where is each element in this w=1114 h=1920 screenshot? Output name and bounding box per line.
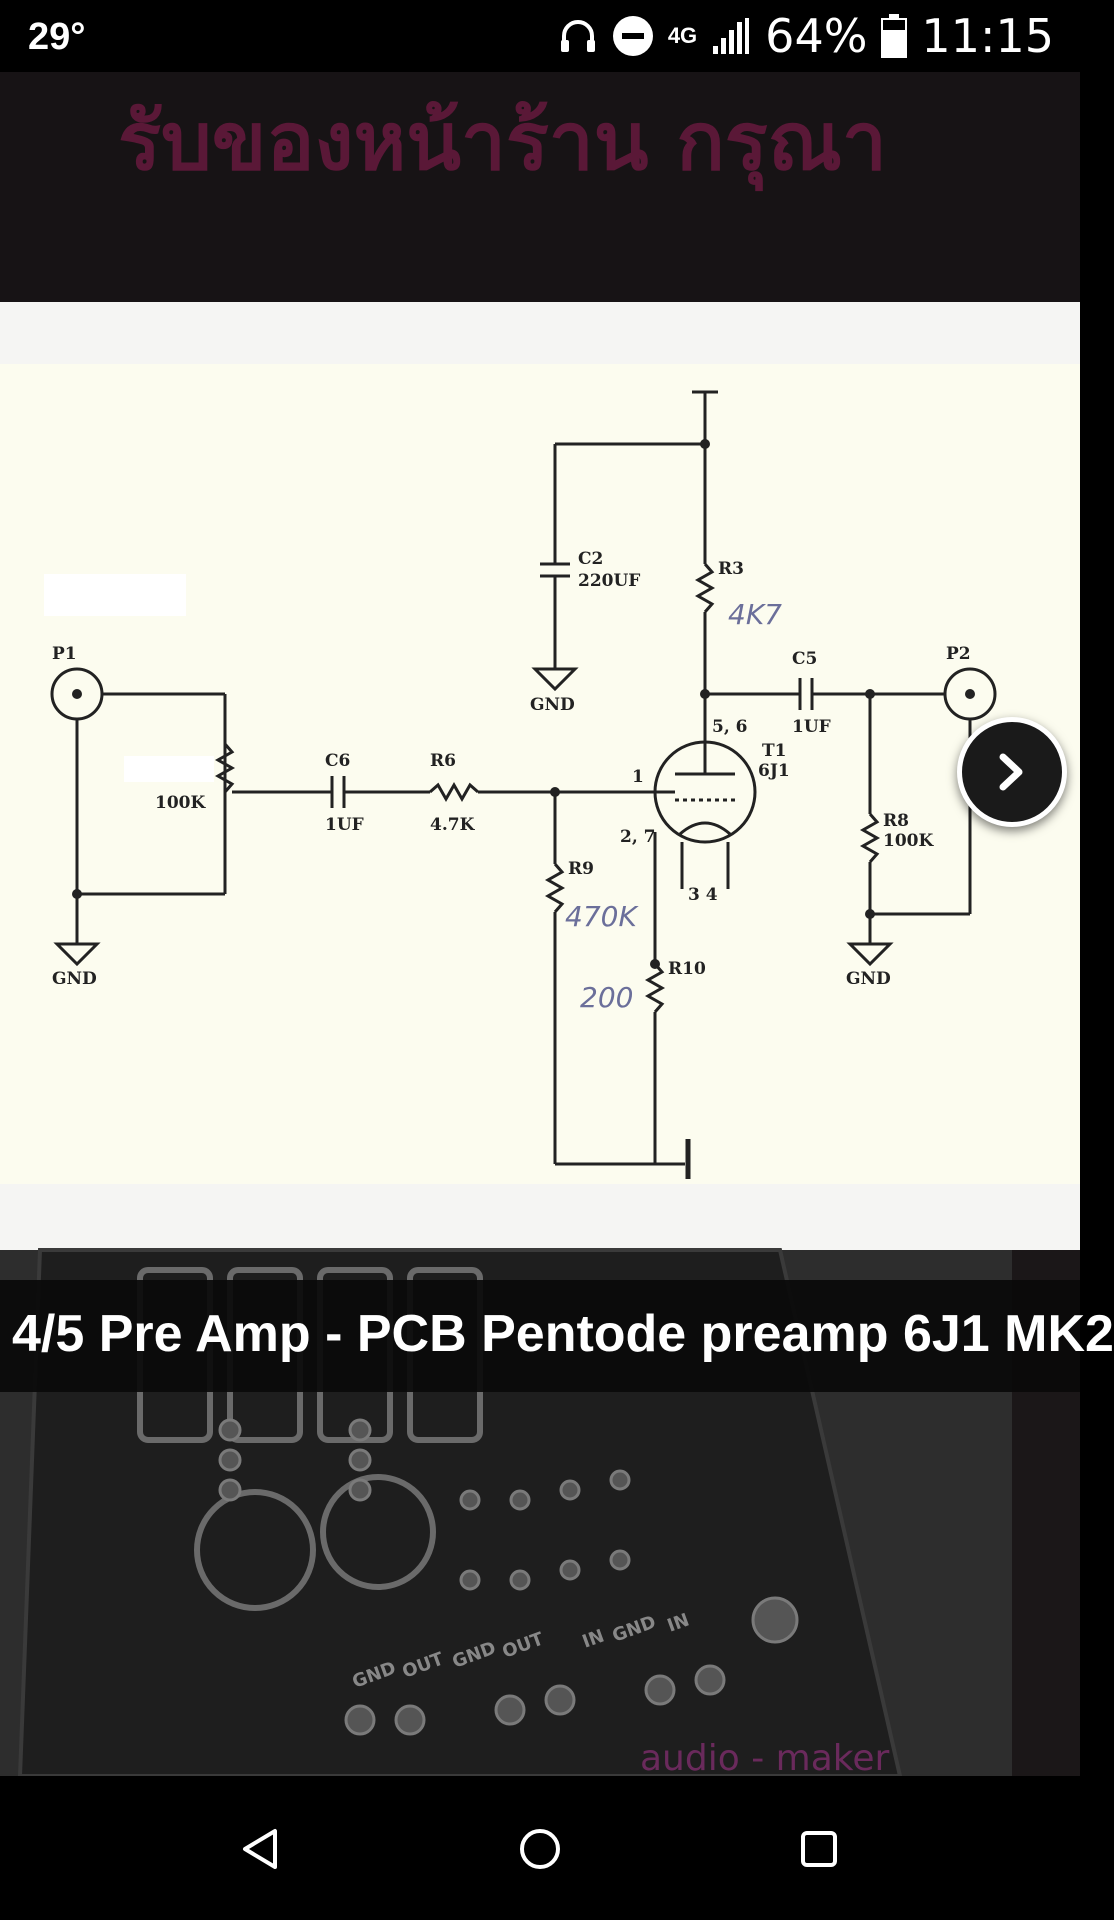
home-icon [520,1829,560,1869]
do-not-disturb-icon [612,16,653,56]
back-icon [243,1829,277,1869]
label-r3: R3 [718,559,744,579]
label-r10: R10 [668,959,706,979]
temperature-readout: 29° [28,16,86,58]
label-pin27: 2, 7 [620,827,656,847]
label-c2-val: 220UF [578,571,640,591]
label-gnd-p1: GND [52,969,97,989]
recent-apps-icon [801,1831,837,1867]
status-icons: 4G 64% 11:15 [558,9,1054,63]
back-button[interactable] [226,1814,296,1884]
headphones-icon [560,20,595,52]
shop-banner: รับของหน้าร้าน กรุณา [0,72,1080,302]
label-c6: C6 [325,751,350,771]
label-c2: C2 [578,549,603,569]
label-r8: R8 [883,811,909,831]
label-c6-val: 1UF [325,815,364,835]
home-button[interactable] [505,1814,575,1884]
label-r6-val: 4.7K [430,815,476,835]
label-pot-val: 100K [155,793,206,813]
label-r8-val: 100K [883,831,934,851]
label-t1-type: 6J1 [758,761,790,781]
handwritten-r10-val: 200 [580,981,633,1014]
battery-icon [881,14,908,58]
label-gnd-c2: GND [530,695,575,715]
label-r6: R6 [430,751,456,771]
image-caption: 4/5 Pre Amp - PCB Pentode preamp 6J1 MK2 [12,1305,1114,1363]
signal-icon [713,18,750,54]
navigation-bar [0,1776,1080,1920]
handwritten-r9-val: 470K [565,900,639,933]
chevron-right-icon [999,753,1023,791]
status-bar: 29° 4G 64% 11:15 [0,0,1080,72]
next-image-button[interactable] [957,717,1067,827]
label-gnd-r8: GND [846,969,891,989]
watermark-text: audio - maker [640,1738,889,1779]
label-t1: T1 [762,741,786,761]
label-pin56: 5, 6 [712,717,748,737]
recent-apps-button[interactable] [784,1814,854,1884]
battery-percent: 64% [765,9,868,63]
label-c5-val: 1UF [792,717,831,737]
label-p1: P1 [52,644,77,664]
network-type: 4G [667,23,698,48]
label-c5: C5 [792,649,817,669]
label-pin34: 3 4 [688,885,718,905]
label-r9: R9 [568,859,594,879]
label-pin1: 1 [632,767,644,787]
banner-text: รับของหน้าร้าน กรุณา [118,95,887,188]
clock: 11:15 [921,9,1054,63]
caption-bar: 4/5 Pre Amp - PCB Pentode preamp 6J1 MK2 [0,1280,1114,1392]
handwritten-r3-val: 4K7 [728,598,782,631]
label-p2: P2 [946,644,971,664]
schematic-image: P1 P2 GND GND GND C2 220UF R3 C5 1UF 100… [0,364,1080,1184]
